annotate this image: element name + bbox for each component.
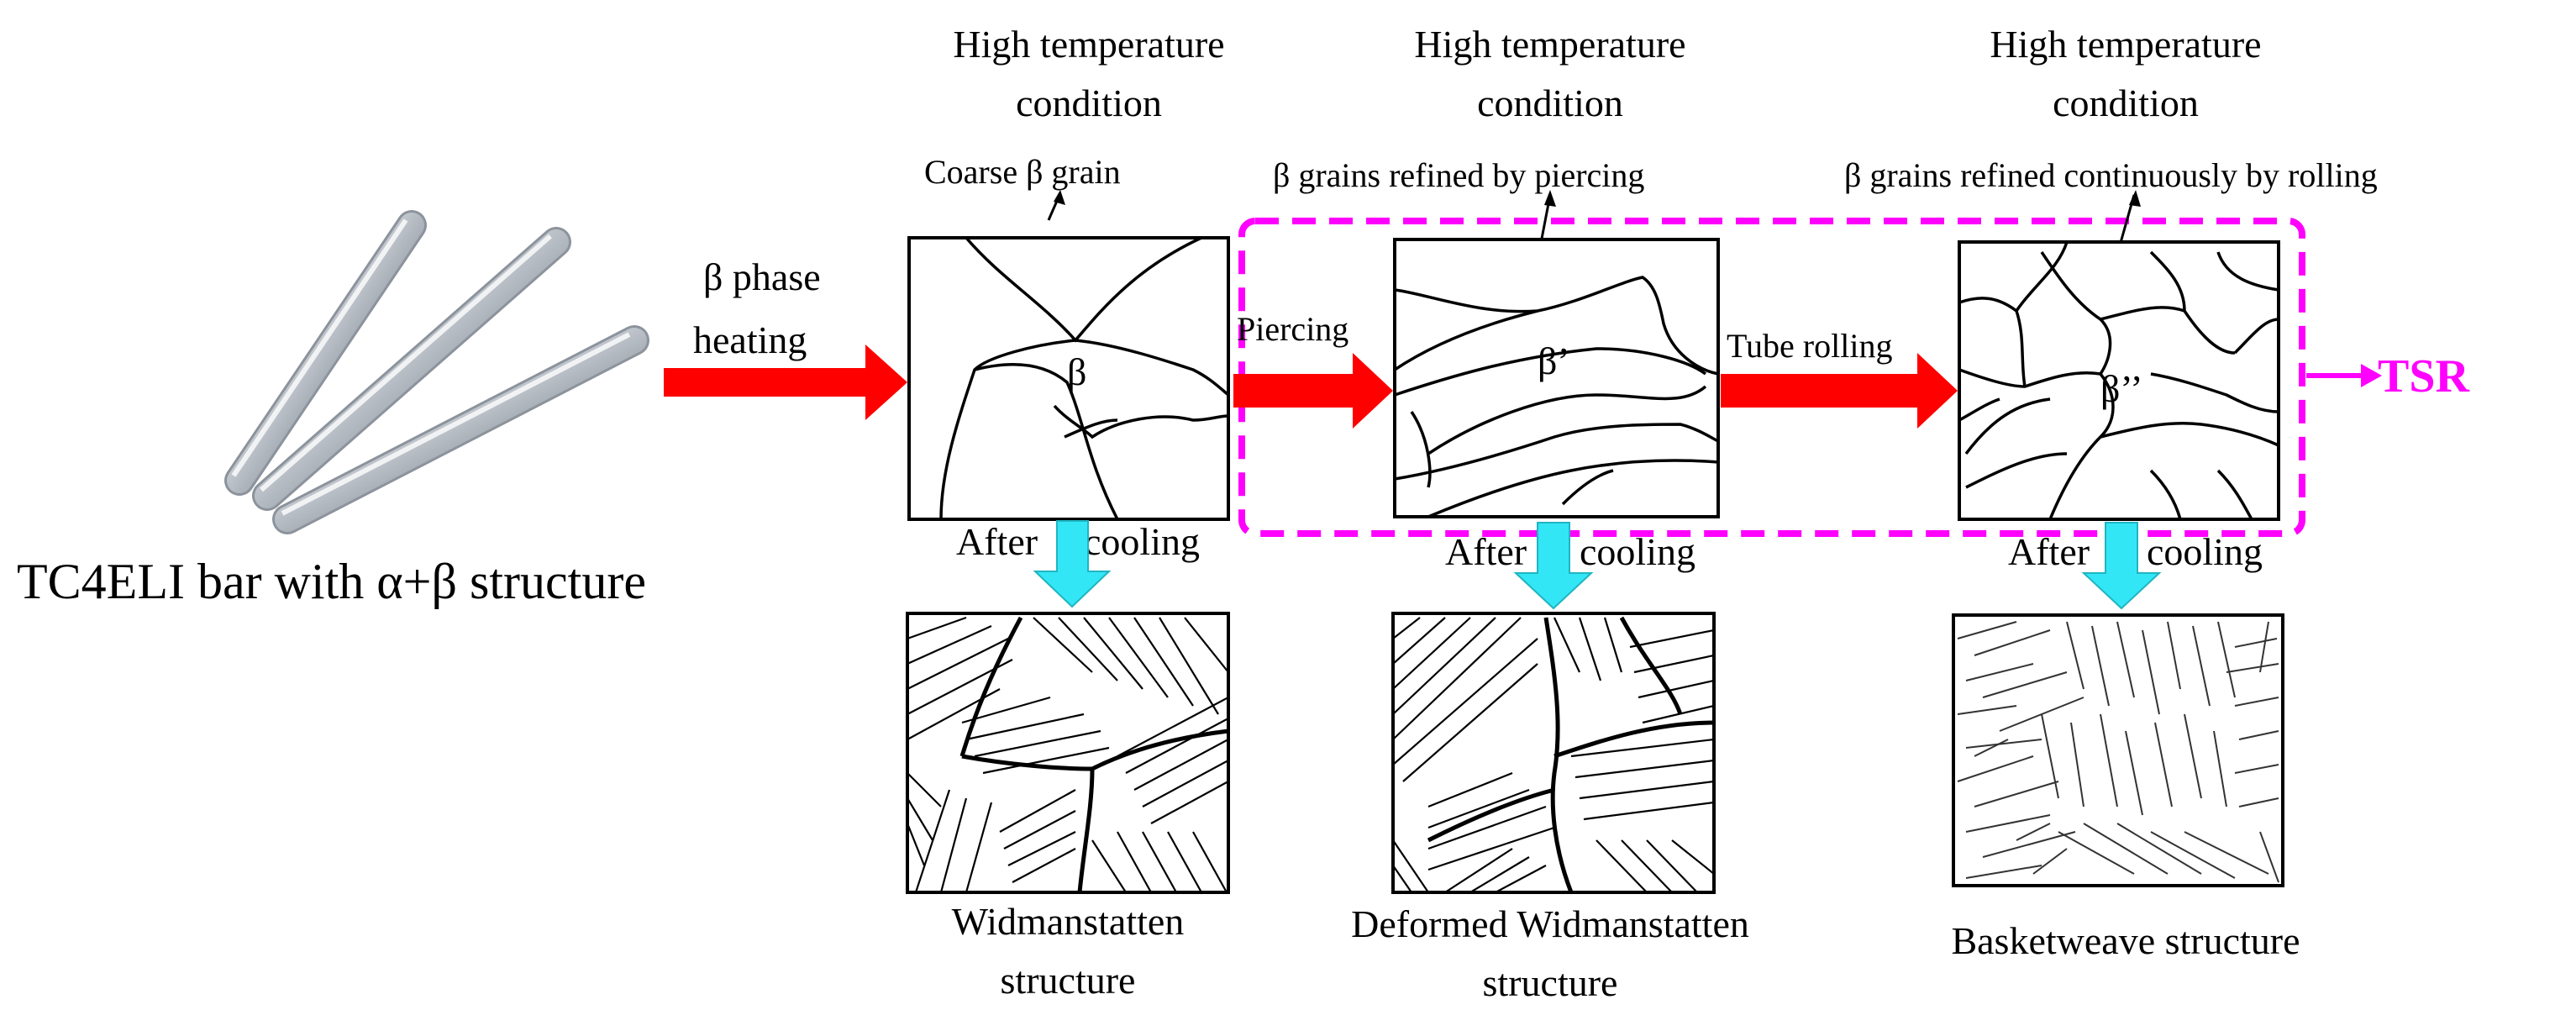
stage-3-grain-note: β grains refined continuously by rolling [1844, 156, 2378, 194]
stage-3-grain-symbol: β’’ [2100, 367, 2143, 410]
heating-arrow [664, 345, 907, 420]
heating-label-line2: heating [693, 318, 807, 361]
tsr-pointer-head [2361, 364, 2382, 387]
stage-2-title-line1: High temperature [1414, 23, 1685, 66]
stage-3-micro-box [1952, 613, 2284, 887]
stage-2-title-line2: condition [1477, 82, 1623, 124]
rod-1 [224, 210, 427, 496]
stage-2-cooling-after: After [1445, 530, 1527, 573]
stage-1-cooling-arrow [1033, 520, 1112, 608]
stage-2-result-line2: structure [1483, 961, 1618, 1004]
stage-1-grain-symbol: β [1067, 350, 1086, 393]
stage-1: High temperature condition Coarse β grai… [906, 23, 1393, 1002]
tsr-label: TSR [2378, 350, 2469, 402]
stage-1-micro-box [906, 612, 1230, 894]
stage-1-grain-boundaries [939, 236, 1230, 520]
stage-2: High temperature condition β grains refi… [1273, 23, 1958, 1004]
stage-2-cooling-arrow [1513, 522, 1594, 610]
stage-1-grain-box [907, 236, 1230, 521]
bar-label: TC4ELI bar with α+β structure [17, 554, 646, 609]
tube-rolling-arrow [1721, 353, 1958, 429]
stage-1-cooling-after: After [956, 520, 1038, 563]
piercing-arrow [1233, 353, 1393, 429]
stage-1-cooling-cooling: cooling [1084, 520, 1200, 563]
rod-2 [252, 227, 571, 511]
stage-2-process-label: Tube rolling [1727, 327, 1892, 365]
stage-2-cooling-cooling: cooling [1580, 530, 1695, 573]
stage-2-grain-symbol: β’ [1538, 339, 1570, 382]
stage-3-cooling-arrow [2081, 522, 2162, 610]
stage-2-result-line1: Deformed Widmanstatten [1351, 902, 1749, 945]
stage-1-title-line2: condition [1016, 82, 1162, 124]
stage-2-grain-note: β grains refined by piercing [1273, 156, 1644, 194]
heating-label-line1: β phase [703, 255, 821, 298]
stage-1-process-label: Piercing [1237, 310, 1348, 348]
deformed-widmanstatten-pattern [1393, 617, 1714, 892]
stage-3-cooling-cooling: cooling [2147, 530, 2263, 573]
stage-3-title-line1: High temperature [1990, 23, 2261, 66]
stage-1-result-line1: Widmanstatten [952, 900, 1185, 943]
stage-3-result-line1: Basketweave structure [1951, 919, 2300, 962]
stage-3-grain-box [1958, 240, 2280, 521]
basketweave-pattern [1957, 621, 2279, 883]
titanium-bars-image [224, 210, 649, 534]
rod-3 [272, 325, 649, 534]
stage-3-cooling-after: After [2008, 530, 2090, 573]
stage-3: High temperature condition β grains refi… [1844, 23, 2378, 962]
stage-1-title-line1: High temperature [953, 23, 1224, 66]
stage-1-grain-note: Coarse β grain [924, 153, 1121, 191]
stage-3-grain-boundaries [1958, 241, 2279, 520]
stage-1-result-line2: structure [1001, 959, 1136, 1002]
stage-3-title-line2: condition [2053, 82, 2199, 124]
stage-2-grain-boundaries [1394, 276, 1719, 518]
widmanstatten-pattern [907, 616, 1228, 892]
